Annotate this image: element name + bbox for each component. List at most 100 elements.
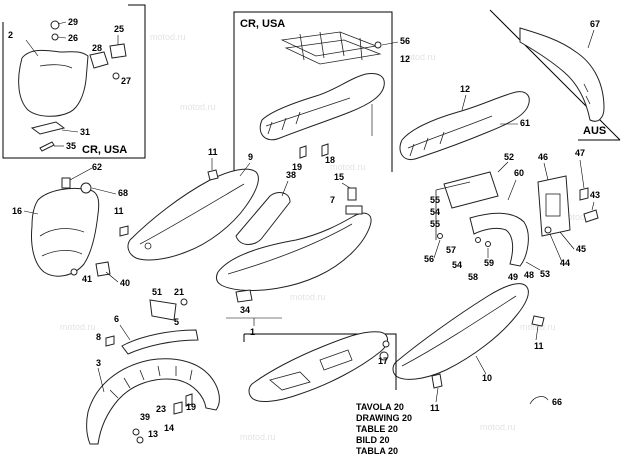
table-reference: TAVOLA 20 DRAWING 20 TABLE 20 BILD 20 TA… <box>356 402 412 456</box>
part-label: 11 <box>114 206 124 216</box>
cover-panel-part <box>235 192 291 245</box>
part-label: 60 <box>514 168 524 178</box>
grommet-part <box>80 182 92 194</box>
bolt-part <box>105 335 115 347</box>
part-label: 26 <box>68 33 78 43</box>
table-line: TAVOLA 20 <box>356 402 404 412</box>
part-label: 56 <box>400 36 410 46</box>
screw-part <box>347 187 357 201</box>
part-label: 13 <box>148 429 158 439</box>
watermark-text: motod.ru <box>150 32 186 42</box>
nut-part <box>136 436 144 444</box>
side-panel-part <box>127 168 259 261</box>
screw-part <box>531 315 545 327</box>
part-label: 19 <box>292 162 302 172</box>
part-label: 48 <box>524 270 534 280</box>
part-label: 21 <box>174 287 184 297</box>
air-box-cover: 38 <box>235 170 296 245</box>
part-label: 41 <box>82 274 92 284</box>
part-label: 12 <box>400 54 410 64</box>
bolt-part <box>374 41 382 49</box>
box-title-top-right: AUS <box>583 125 606 137</box>
part-label: 25 <box>114 24 124 34</box>
part-label: 15 <box>334 172 344 182</box>
bolt-part <box>61 177 71 189</box>
washer-part <box>51 33 59 41</box>
part-label: 40 <box>120 278 130 288</box>
bolt-part <box>39 141 55 152</box>
table-line: DRAWING 20 <box>356 413 412 423</box>
bracket-part <box>469 212 529 267</box>
part-label: 56 <box>424 254 434 264</box>
grommet-part <box>379 351 389 361</box>
bolt-part <box>299 145 307 159</box>
part-label: 5 <box>174 317 179 327</box>
watermark-text: motod.ru <box>60 322 96 332</box>
table-line: BILD 20 <box>356 435 390 445</box>
part-label: 29 <box>68 17 78 27</box>
part-label: 45 <box>576 244 586 254</box>
part-label: 43 <box>590 190 600 200</box>
part-label: 54 <box>430 207 440 217</box>
part-label: 51 <box>152 287 162 297</box>
part-label: 11 <box>430 403 440 413</box>
part-label: 34 <box>240 305 250 315</box>
bracket-part <box>109 43 127 59</box>
part-label: 11 <box>208 147 218 157</box>
part-label: 1 <box>250 327 255 337</box>
side-panel-right: 11 11 10 66 <box>379 283 562 413</box>
seat-assembly-right: 12 61 <box>399 84 530 160</box>
seat-part <box>259 73 385 141</box>
part-label: 55 <box>430 219 440 229</box>
part-label: 61 <box>520 118 530 128</box>
screw-part <box>112 72 120 80</box>
fender-bracket-part <box>121 329 199 355</box>
box-title-top-middle: CR, USA <box>240 18 285 30</box>
screw-part <box>431 373 443 389</box>
watermark-text: motod.ru <box>560 212 596 222</box>
screw-part <box>173 401 183 415</box>
part-label: 2 <box>8 30 13 40</box>
front-fender-assembly: 3 6 51 21 5 8 39 13 23 14 19 <box>86 287 220 445</box>
seat-part <box>399 91 530 160</box>
part-label: 9 <box>248 152 253 162</box>
tank-cover-assembly: 34 1 7 15 <box>216 172 372 337</box>
part-label: 35 <box>66 141 76 151</box>
table-line: TABLA 20 <box>356 446 398 456</box>
inner-panel-part <box>248 331 388 402</box>
screw-part <box>185 393 193 407</box>
part-label: 39 <box>140 412 150 422</box>
grommet-part <box>382 340 390 348</box>
box-title-top-left: CR, USA <box>82 144 127 156</box>
part-label: 38 <box>286 170 296 180</box>
part-label: 23 <box>156 404 166 414</box>
part-label: 14 <box>164 423 174 433</box>
nut-part <box>544 226 552 234</box>
part-label: 62 <box>92 162 102 172</box>
watermark-text: motod.ru <box>240 432 276 442</box>
part-label: 3 <box>96 358 101 368</box>
nut-part <box>475 237 481 243</box>
table-line: TABLE 20 <box>356 424 398 434</box>
part-label: 67 <box>590 19 600 29</box>
part-label: 31 <box>80 127 90 137</box>
screw-part <box>50 20 60 30</box>
part-label: 17 <box>378 356 388 366</box>
part-label: 59 <box>484 258 494 268</box>
part-label: 11 <box>534 341 544 351</box>
side-panel-left: 11 9 <box>127 147 259 261</box>
clip-part <box>529 396 549 405</box>
part-label: 44 <box>560 258 570 268</box>
nut-part <box>70 268 78 276</box>
screw-part <box>119 225 129 237</box>
clip-part <box>235 289 253 303</box>
washer-part <box>132 428 140 436</box>
bracket-part <box>89 51 109 69</box>
screw-part <box>180 298 188 306</box>
bolt-part <box>583 209 599 223</box>
strap-part <box>149 299 177 321</box>
part-label: 46 <box>538 152 548 162</box>
part-label: 6 <box>114 314 119 324</box>
lower-bracket-part <box>30 121 66 135</box>
watermark-text: motod.ru <box>330 162 366 172</box>
